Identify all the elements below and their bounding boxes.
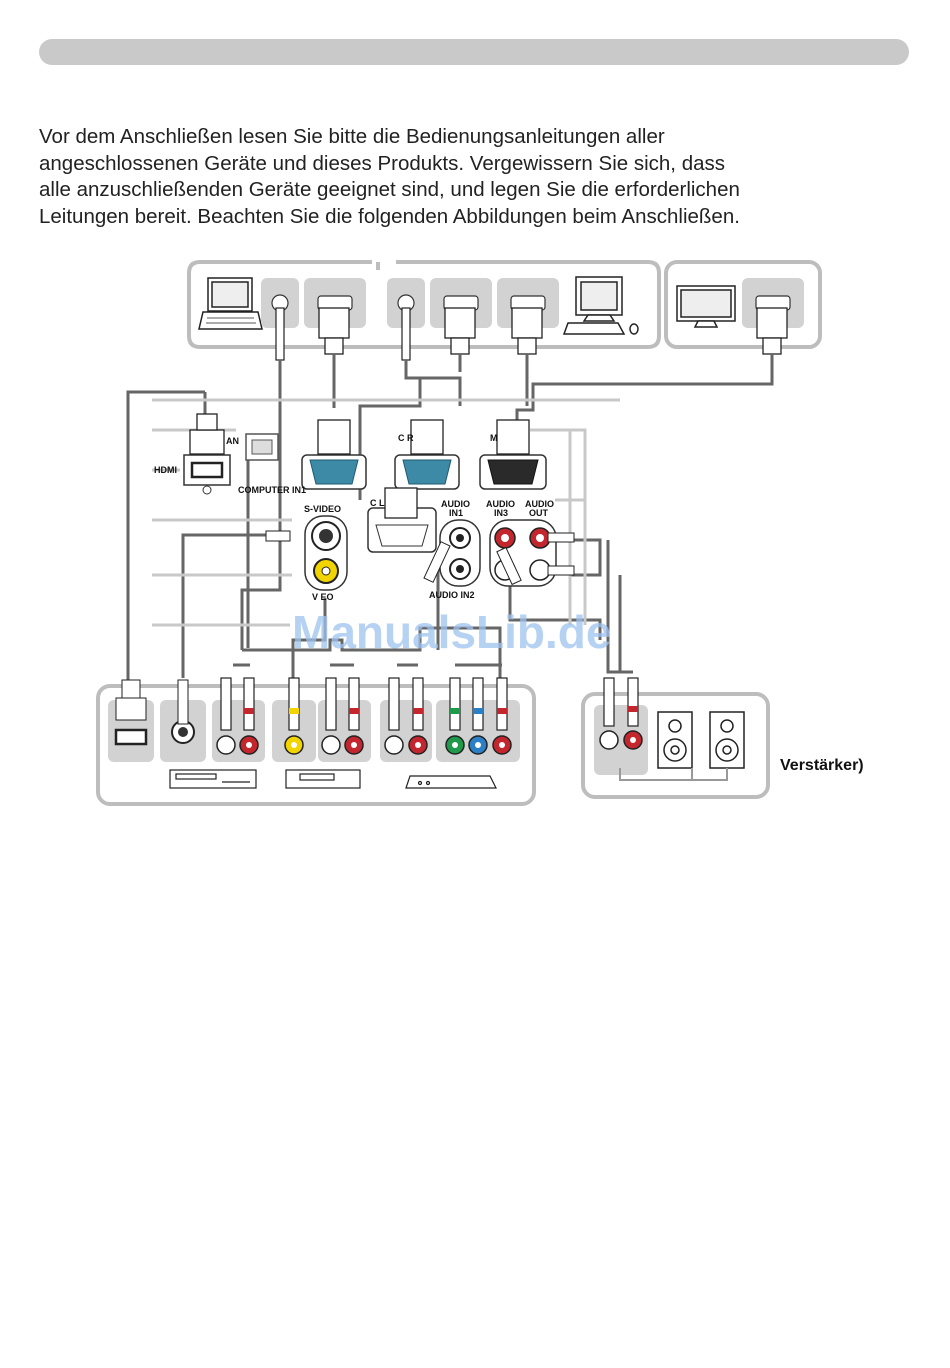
audio-out-label-b: OUT bbox=[529, 508, 549, 518]
computer-in1-port bbox=[301, 419, 367, 490]
cables bbox=[126, 354, 774, 680]
intro-line: Vor dem Anschließen lesen Sie bitte die … bbox=[39, 125, 665, 148]
audio-in1-label-b: IN1 bbox=[449, 508, 463, 518]
audio-in3-label-a: AUDIO bbox=[486, 499, 515, 509]
video-label: V EO bbox=[312, 592, 334, 602]
desktop-computer-icon bbox=[562, 276, 639, 335]
hdmi-socket-icon bbox=[114, 728, 148, 746]
s-video-port bbox=[265, 515, 348, 591]
lan-port bbox=[245, 433, 279, 461]
watermark: ManualsLib.de bbox=[292, 606, 611, 658]
computer-in1-label: COMPUTER IN1 bbox=[238, 485, 306, 495]
intro-line: angeschlossenen Geräte und dieses Produk… bbox=[39, 151, 725, 175]
audio-in3-out-ports bbox=[489, 519, 575, 587]
control-port bbox=[367, 487, 437, 553]
hdmi-plug-icon bbox=[115, 697, 147, 721]
audio-in2-label: AUDIO IN2 bbox=[429, 590, 475, 600]
computer-in2-label: C R bbox=[398, 433, 414, 443]
top-device-panels bbox=[187, 260, 822, 349]
audio-out-label-a: AUDIO bbox=[525, 499, 554, 509]
intro-line: Leitungen bereit. Beachten Sie die folge… bbox=[39, 204, 740, 228]
lan-label: AN bbox=[226, 436, 239, 446]
hdmi-port bbox=[183, 413, 231, 495]
hdmi-label: HDMI bbox=[154, 465, 177, 475]
bottom-device-panel bbox=[96, 684, 770, 806]
vcr-icon bbox=[285, 769, 361, 789]
rca-plugs bbox=[220, 677, 639, 731]
set-top-box-icon bbox=[405, 775, 497, 789]
s-video-label: S-VIDEO bbox=[304, 504, 341, 514]
s-video-plug-icon bbox=[177, 679, 189, 725]
audio-in1-label-a: AUDIO bbox=[441, 499, 470, 509]
vga-plug-icon bbox=[318, 307, 788, 355]
rca-plug-bands bbox=[244, 706, 638, 714]
control-label: C L bbox=[370, 498, 385, 508]
amplifier-label: Verstärker) bbox=[780, 757, 864, 774]
computer-in2-port bbox=[394, 419, 460, 490]
hdmi-plug-icon bbox=[121, 679, 141, 699]
intro-line: alle anzuschließenden Geräte geeignet si… bbox=[39, 178, 740, 201]
header-bar bbox=[39, 39, 909, 65]
laptop-icon bbox=[198, 277, 263, 330]
dvd-player-icon bbox=[169, 769, 257, 789]
connection-diagram: HDMI AN COMPUTER IN1 C R M C L bbox=[96, 260, 864, 806]
audio-in-port bbox=[423, 519, 481, 587]
monitor-out-port bbox=[479, 419, 547, 490]
monitor-icon bbox=[676, 285, 736, 328]
audio-in3-label-b: IN3 bbox=[494, 508, 508, 518]
intro-text: Vor dem Anschließen lesen Sie bitte die … bbox=[39, 124, 919, 230]
monitor-out-label: M bbox=[490, 433, 498, 443]
speaker-icon bbox=[619, 711, 745, 781]
